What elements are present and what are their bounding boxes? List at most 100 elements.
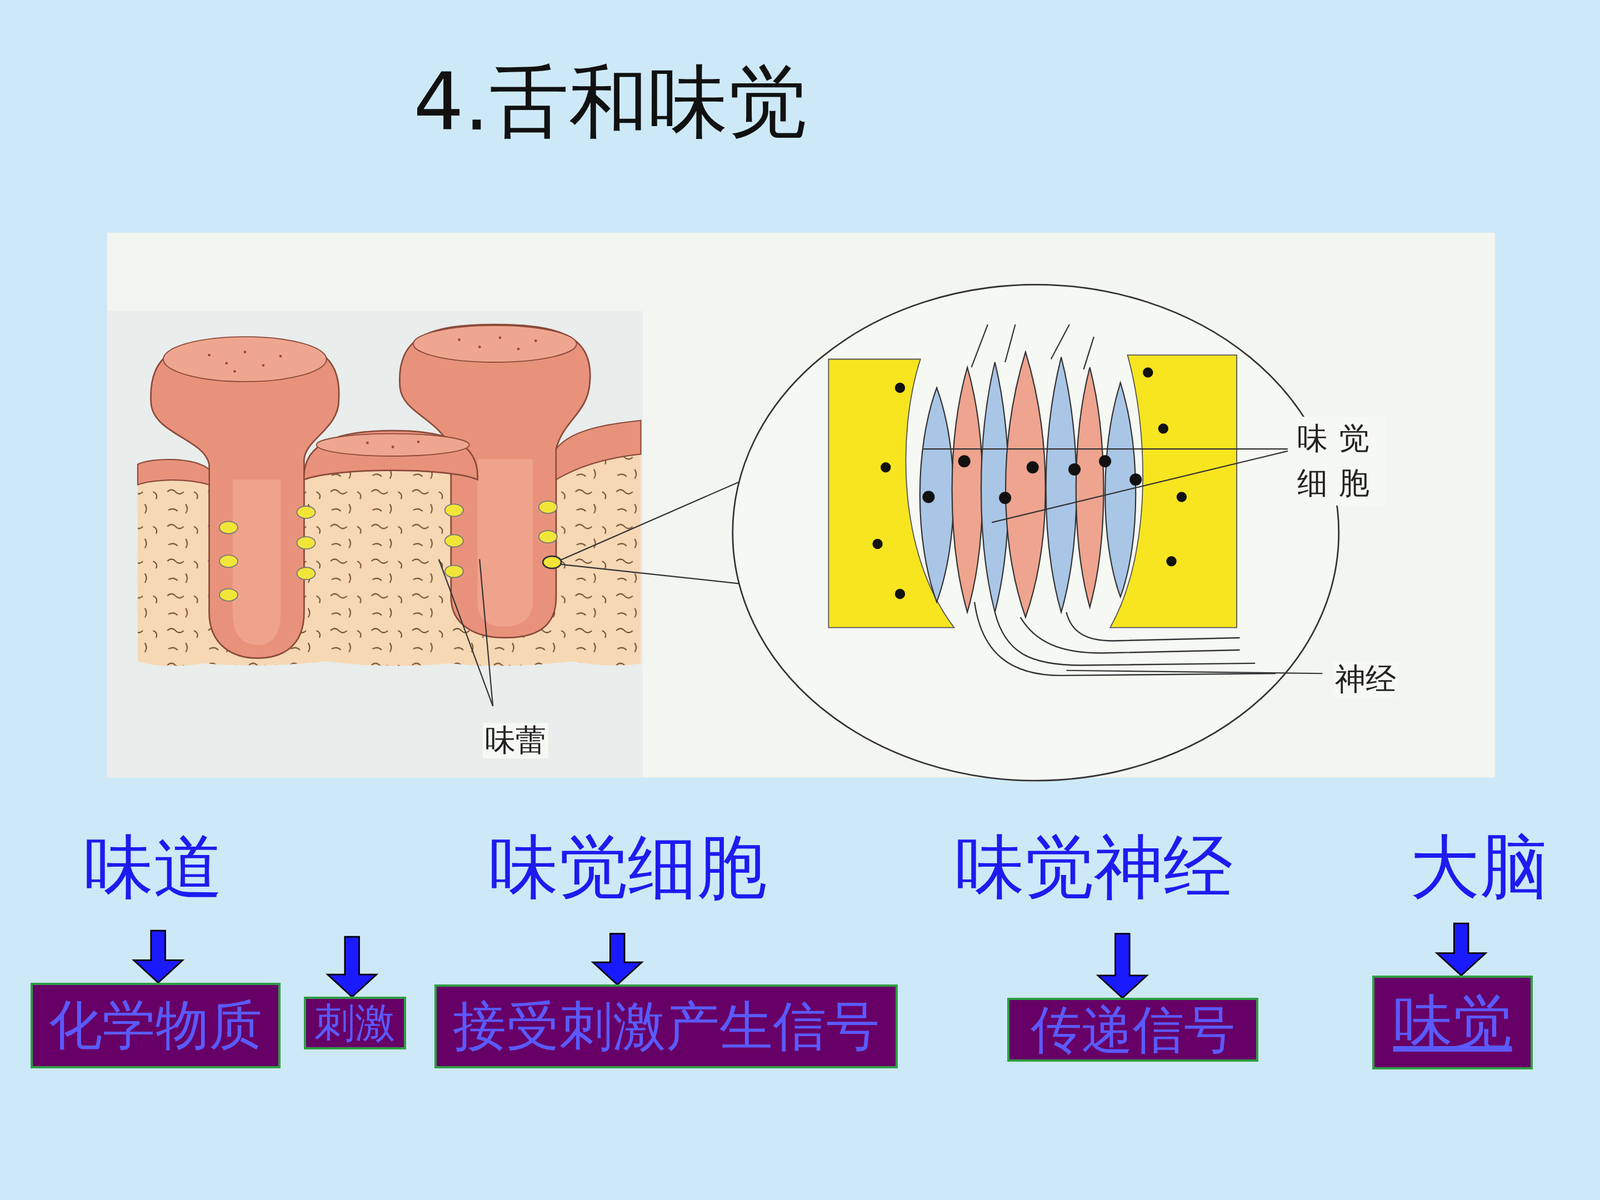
tongue-section bbox=[207, 353, 211, 357]
magnified-taste-bud bbox=[1158, 423, 1169, 434]
magnified-taste-bud bbox=[1076, 367, 1104, 608]
magnified-taste-bud bbox=[895, 382, 905, 393]
magnified-taste-bud bbox=[971, 324, 1094, 370]
process-box: 刺激 bbox=[303, 996, 407, 1050]
stage-heading: 味觉神经 bbox=[955, 827, 1233, 908]
down-arrow bbox=[1436, 923, 1486, 976]
magnified-taste-bud bbox=[895, 588, 905, 599]
leader-line bbox=[438, 481, 740, 707]
magnified-taste-bud bbox=[922, 455, 1142, 504]
part-label: 味蕾 bbox=[482, 723, 549, 759]
magnified-taste-bud bbox=[920, 352, 1136, 618]
tongue-section bbox=[137, 459, 210, 485]
magnified-taste-bud bbox=[1129, 473, 1142, 486]
stage-heading: 味道 bbox=[83, 827, 223, 908]
tongue-section bbox=[517, 347, 520, 351]
magnified-taste-bud bbox=[732, 284, 1339, 781]
title: 4.舌和味觉 bbox=[413, 56, 808, 148]
tongue-section bbox=[163, 336, 327, 382]
tongue-section bbox=[498, 336, 502, 340]
tongue-section bbox=[413, 325, 577, 363]
magnified-taste-bud bbox=[922, 490, 935, 503]
taste-bud bbox=[538, 501, 558, 514]
tongue-section bbox=[366, 441, 369, 445]
taste-bud bbox=[219, 501, 562, 602]
part-label: 味觉 细胞 bbox=[1292, 416, 1386, 506]
tongue-section bbox=[556, 420, 641, 480]
process-box: 化学物质 bbox=[30, 982, 281, 1069]
magnified-taste-bud bbox=[958, 455, 971, 468]
magnified-taste-bud bbox=[1046, 357, 1077, 613]
magnified-taste-bud bbox=[732, 284, 1339, 781]
process-box: 味觉 bbox=[1372, 975, 1533, 1070]
tongue-section bbox=[261, 363, 265, 367]
part-label: 神经 bbox=[1332, 662, 1399, 698]
magnified-taste-bud bbox=[1105, 382, 1136, 598]
down-arrow bbox=[327, 936, 377, 997]
down-arrow bbox=[1097, 933, 1147, 999]
taste-bud bbox=[296, 536, 315, 549]
process-box: 接受刺激产生信号 bbox=[434, 984, 898, 1069]
magnified-taste-bud bbox=[880, 462, 891, 473]
stage-heading: 味觉细胞 bbox=[488, 827, 767, 908]
magnified-taste-bud bbox=[981, 362, 1009, 613]
tongue-section bbox=[534, 339, 538, 343]
nerve bbox=[995, 612, 1255, 666]
magnified-taste-bud bbox=[923, 448, 1323, 674]
magnified-taste-bud bbox=[1005, 352, 1046, 618]
process-box: 传递信号 bbox=[1007, 997, 1259, 1062]
tongue-section bbox=[478, 345, 482, 349]
tongue-section bbox=[279, 355, 283, 358]
nerve bbox=[974, 602, 1276, 676]
nerve bbox=[974, 602, 1276, 676]
nerve bbox=[1066, 612, 1240, 641]
tongue-section bbox=[225, 361, 228, 365]
leader-line bbox=[479, 559, 493, 707]
tongue-section bbox=[232, 479, 281, 645]
tongue-section bbox=[457, 338, 461, 342]
tongue-section bbox=[233, 370, 237, 373]
tongue-section bbox=[316, 433, 470, 457]
taste-bud bbox=[445, 534, 464, 547]
down-arrow bbox=[133, 930, 183, 983]
tongue-section bbox=[150, 338, 339, 659]
tongue-section bbox=[303, 430, 478, 480]
taste-bud bbox=[296, 506, 315, 519]
taste-bud bbox=[219, 588, 238, 602]
taste-bud bbox=[445, 565, 464, 578]
leader-line bbox=[438, 559, 493, 707]
magnified-taste-bud bbox=[872, 538, 883, 549]
down-arrow bbox=[592, 933, 642, 985]
leader-line bbox=[560, 564, 740, 584]
magnified-taste-bud bbox=[991, 451, 1288, 523]
tongue-section bbox=[243, 350, 247, 354]
box-text: 味觉 bbox=[1393, 990, 1513, 1055]
magnified-taste-bud bbox=[1066, 670, 1323, 674]
magnified-taste-bud bbox=[920, 387, 954, 603]
taste-bud bbox=[219, 521, 238, 534]
taste-bud bbox=[296, 567, 315, 580]
magnified-taste-bud bbox=[1142, 367, 1153, 378]
magnified-taste-bud bbox=[828, 359, 954, 628]
box-text: 化学物质 bbox=[48, 996, 263, 1055]
magnified-taste-bud bbox=[1166, 556, 1177, 567]
magnified-taste-bud bbox=[1026, 461, 1039, 474]
taste-bud bbox=[538, 530, 558, 543]
magnified-taste-bud bbox=[1083, 336, 1094, 370]
magnified-taste-bud bbox=[1068, 463, 1081, 476]
taste-bud bbox=[542, 556, 562, 569]
box-text: 接受刺激产生信号 bbox=[452, 997, 880, 1056]
magnified-taste-bud bbox=[1098, 455, 1112, 468]
tongue-section bbox=[417, 440, 420, 444]
magnified-taste-bud bbox=[1005, 324, 1015, 363]
taste-bud bbox=[445, 503, 464, 517]
taste-bud bbox=[219, 555, 238, 568]
magnified-taste-bud bbox=[1051, 324, 1070, 359]
box-text: 传递信号 bbox=[1030, 1001, 1235, 1058]
magnified-taste-bud bbox=[971, 324, 988, 368]
tongue-section bbox=[391, 445, 395, 449]
panel bbox=[107, 311, 643, 778]
tongue-section bbox=[477, 459, 533, 627]
box-text: 刺激 bbox=[314, 1000, 396, 1046]
